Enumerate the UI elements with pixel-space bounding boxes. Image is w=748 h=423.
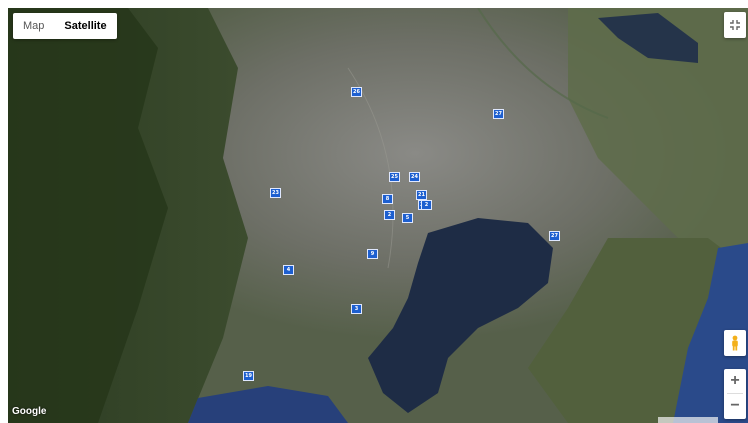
pegman-icon	[732, 335, 738, 351]
map-marker[interactable]: 26	[351, 87, 362, 97]
map-marker-label: 25	[391, 174, 398, 180]
google-logo: Google	[12, 406, 47, 417]
map-marker[interactable]: 2	[421, 200, 432, 210]
map-type-control: Map Satellite	[13, 13, 117, 39]
map-marker[interactable]: 24	[409, 172, 420, 182]
fullscreen-button[interactable]	[724, 12, 746, 38]
map-marker-label: 26	[353, 89, 360, 95]
map-marker[interactable]: 25	[389, 172, 400, 182]
zoom-in-button[interactable]: +	[730, 372, 740, 389]
map-marker[interactable]: 8	[382, 194, 393, 204]
map-marker[interactable]: 19	[243, 371, 254, 381]
map-marker-label: 2	[424, 202, 429, 208]
map-marker[interactable]: 3	[351, 304, 362, 314]
map-marker[interactable]: 5	[402, 213, 413, 223]
map-marker-label: 27	[495, 111, 502, 117]
map-marker-label: 24	[411, 174, 418, 180]
map-marker-label: 9	[370, 251, 375, 257]
map-marker-label: 27	[551, 233, 558, 239]
zoom-out-button[interactable]: −	[730, 397, 740, 414]
map-marker-label: 23	[272, 190, 279, 196]
fullscreen-icon	[730, 20, 740, 30]
map-marker-label: 8	[385, 196, 390, 202]
map-viewport[interactable]: Map Satellite + − Google 262725242321822…	[8, 8, 748, 423]
map-marker[interactable]: 2	[384, 210, 395, 220]
zoom-divider	[727, 393, 743, 394]
map-marker[interactable]: 21	[416, 190, 427, 200]
map-marker[interactable]: 9	[367, 249, 378, 259]
map-marker-label: 5	[405, 215, 410, 221]
street-view-button[interactable]	[724, 330, 746, 356]
map-type-satellite-button[interactable]: Satellite	[64, 20, 107, 32]
map-type-map-button[interactable]: Map	[23, 20, 45, 32]
map-marker[interactable]: 27	[493, 109, 504, 119]
zoom-control: + −	[724, 369, 746, 419]
map-marker-label: 3	[354, 306, 359, 312]
map-marker-label: 19	[245, 373, 252, 379]
map-marker[interactable]: 4	[283, 265, 294, 275]
satellite-imagery	[8, 8, 748, 423]
map-marker-label: 4	[286, 267, 291, 273]
map-marker-label: 2	[387, 212, 392, 218]
map-marker[interactable]: 27	[549, 231, 560, 241]
map-marker-label: 21	[418, 192, 425, 198]
map-marker[interactable]: 23	[270, 188, 281, 198]
map-terms-bar[interactable]	[658, 417, 718, 423]
